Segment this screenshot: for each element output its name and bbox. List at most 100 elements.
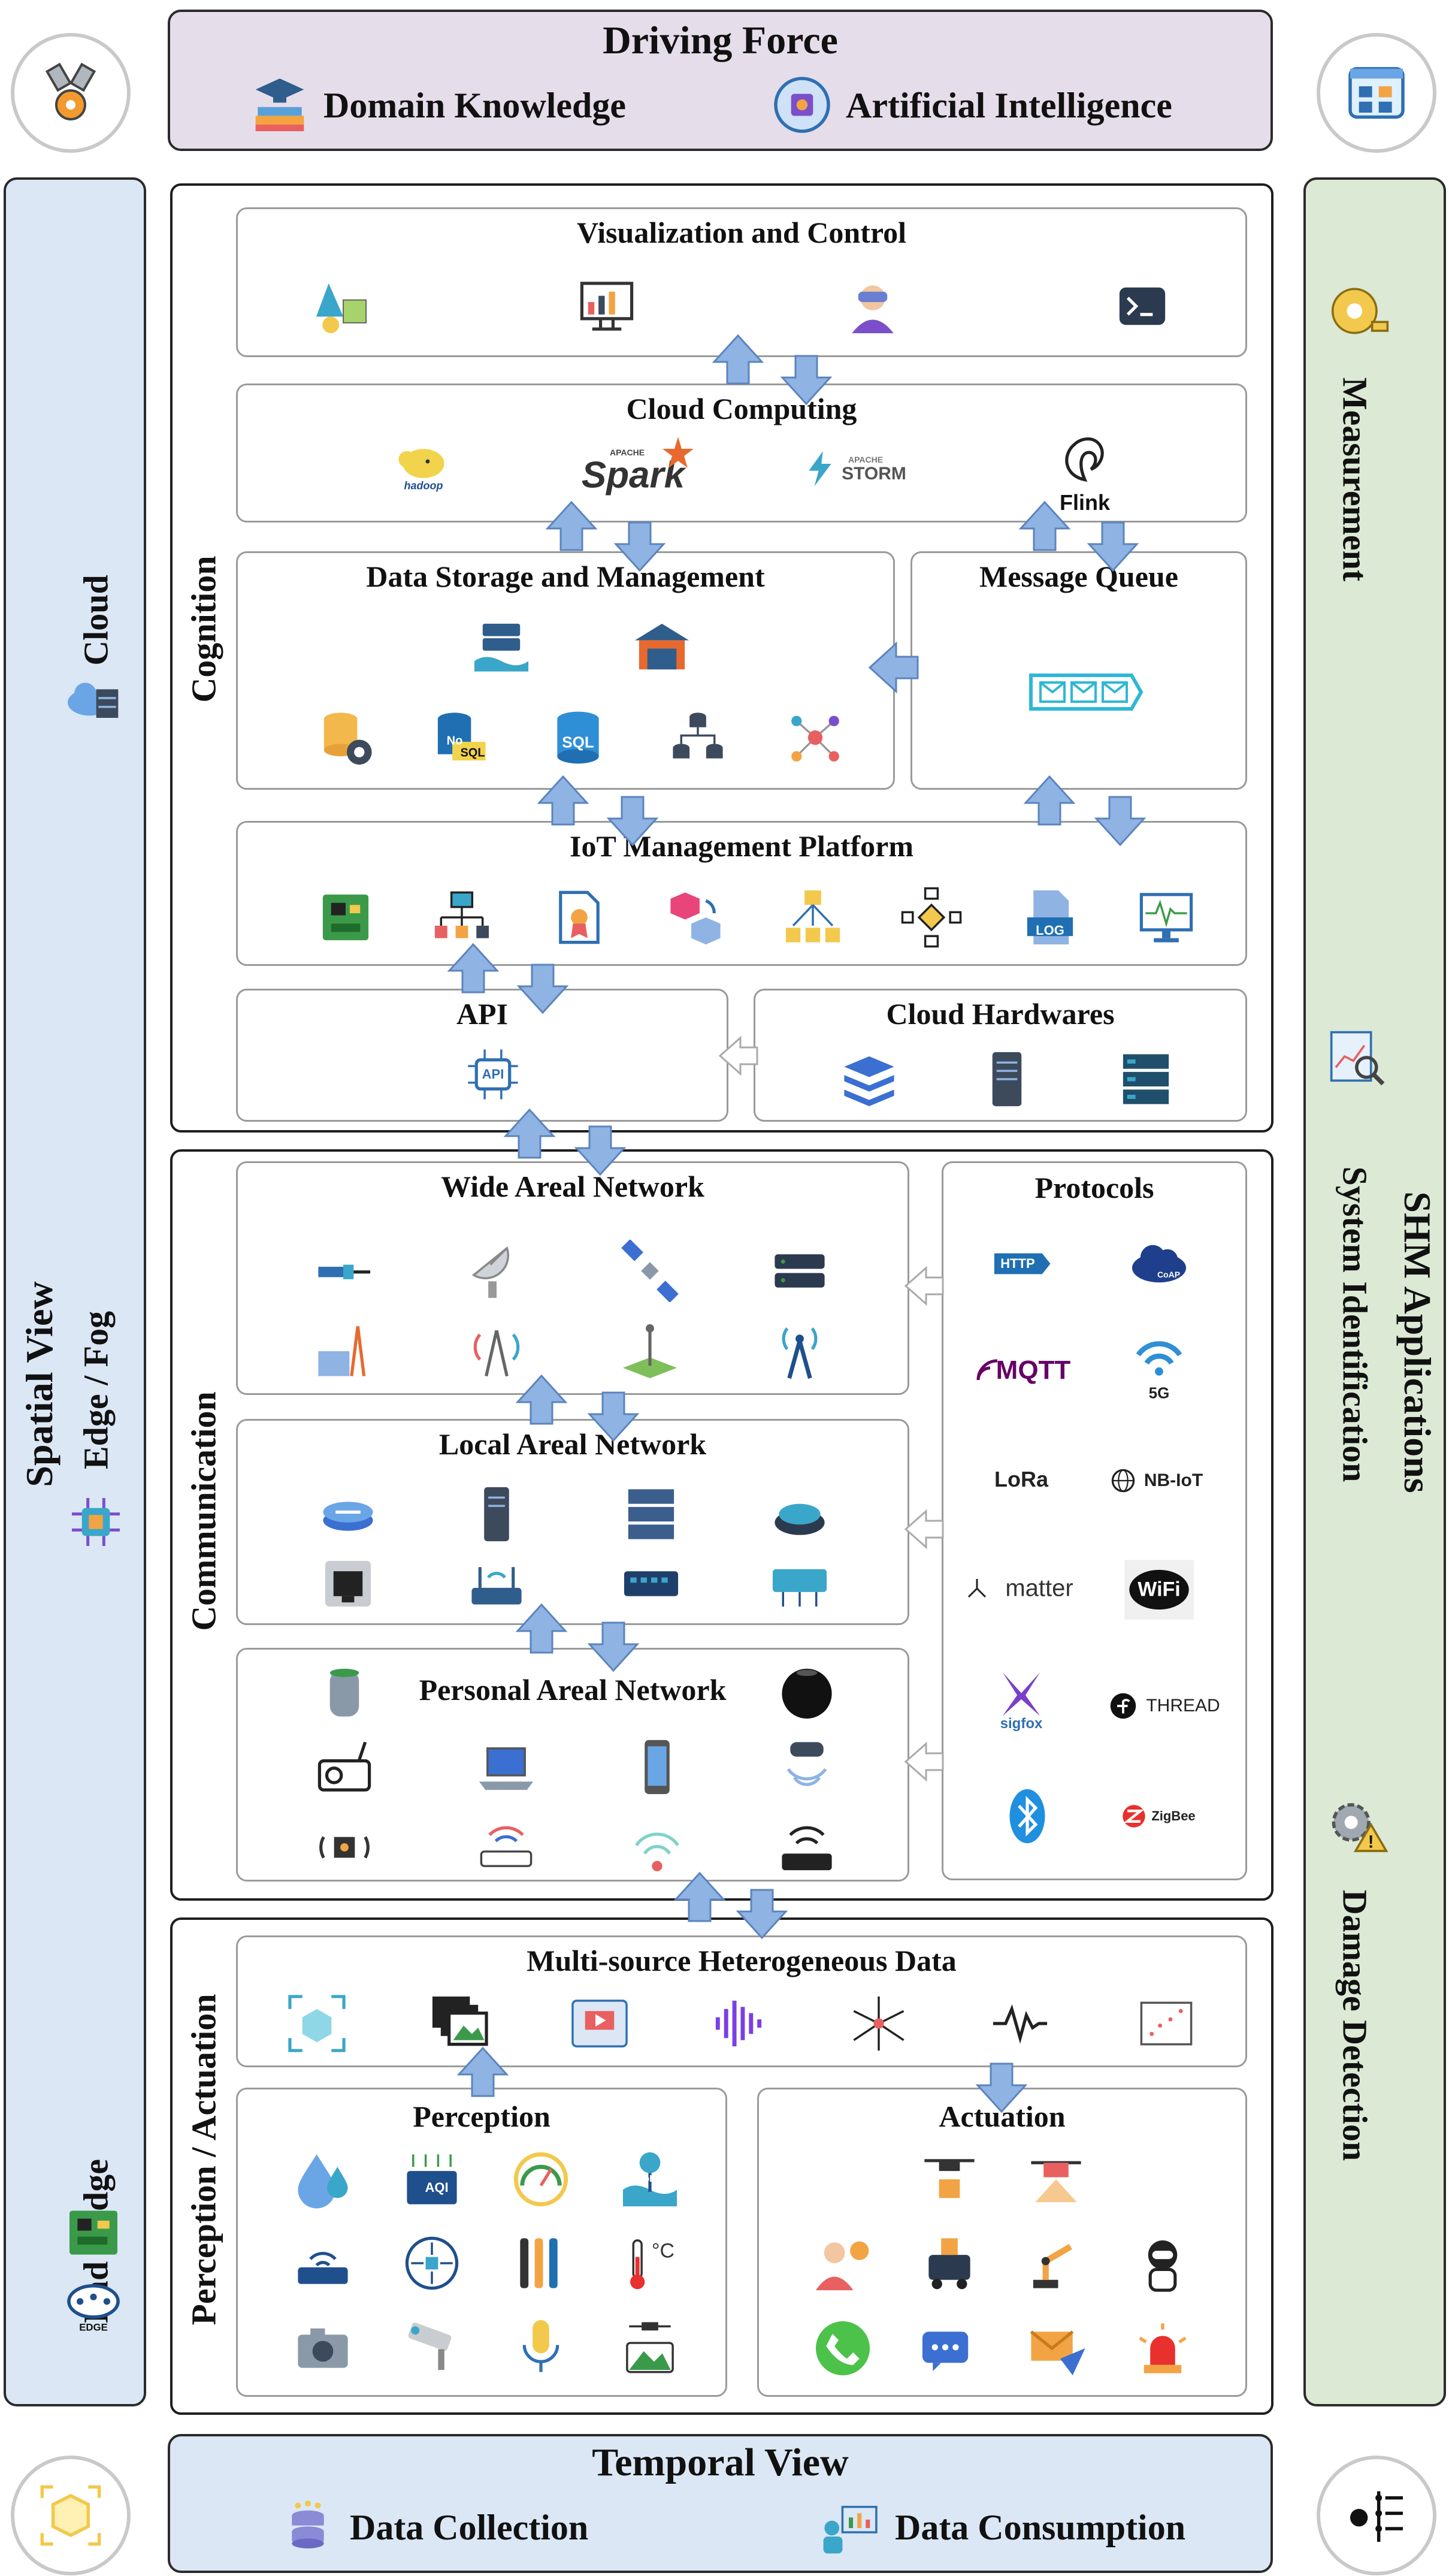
sql-label: SQL xyxy=(562,733,594,751)
spatial-view-panel: Spatial View Cloud Edge / Fog End / Edge… xyxy=(4,177,146,2406)
protocols-box: Protocols HTTP CoAP MQTT 5G LoRa NB-IoT … xyxy=(942,1161,1247,1880)
measurement-label: Measurement xyxy=(1335,377,1375,582)
nbiot-label: NB-IoT xyxy=(1144,1470,1203,1490)
terminal-icon xyxy=(1111,275,1173,337)
edge-computing-icon: EDGE xyxy=(60,2275,127,2342)
server-tower-icon xyxy=(465,1483,528,1545)
coap-cloud-icon xyxy=(1128,1233,1190,1295)
books-graduation-cap-icon xyxy=(247,72,313,138)
smart-speaker-icon xyxy=(313,1660,376,1723)
laptop-icon xyxy=(475,1736,537,1798)
spark-apache-label: APACHE xyxy=(609,448,645,457)
cloud-hardware-title: Cloud Hardwares xyxy=(886,997,1115,1031)
lora-label: LoRa xyxy=(994,1467,1048,1491)
perception-title: Perception xyxy=(413,2100,550,2133)
router-disc-icon xyxy=(317,1483,379,1545)
camera-icon xyxy=(292,2316,354,2378)
data-collection-label: Data Collection xyxy=(350,2508,589,2547)
perception-actuation-label: Perception / Actuation xyxy=(184,1994,223,2326)
mqtt-icon xyxy=(976,1358,1000,1382)
server-rack-icon xyxy=(620,1483,682,1545)
wifi-router-icon xyxy=(465,1553,528,1615)
matter-icon xyxy=(965,1577,989,1600)
engine-piston-gear-icon xyxy=(11,33,131,153)
data-storage-title: Data Storage and Management xyxy=(366,560,765,593)
api-chip-label: API xyxy=(482,1067,504,1082)
edge-fog-label: Edge / Fog xyxy=(76,1310,116,1470)
timeline-list-icon xyxy=(1317,2456,1436,2575)
visualization-control-title: Visualization and Control xyxy=(576,216,907,249)
wifi-hub-icon xyxy=(769,1483,831,1545)
spark-icon xyxy=(660,434,696,470)
driving-force-banner: Driving Force Domain Knowledge Artificia… xyxy=(168,10,1273,151)
cloud-label: Cloud xyxy=(76,575,116,666)
rescue-drone-icon xyxy=(1025,2148,1087,2210)
wifi-router-icon xyxy=(475,1816,537,1879)
message-queue-box: Message Queue xyxy=(910,551,1247,790)
wifi-logo-icon xyxy=(1124,1560,1194,1620)
circuit-board-icon xyxy=(63,2203,123,2263)
hadoop-elephant-icon xyxy=(392,434,455,497)
graph-network-icon xyxy=(784,706,846,769)
alarm-siren-icon xyxy=(1132,2317,1194,2379)
perception-box: Perception AQI pH °C xyxy=(236,2088,727,2397)
nbiot-globe-icon xyxy=(1110,1467,1136,1494)
5g-label: 5G xyxy=(1148,1384,1170,1402)
temporal-view-banner: Temporal View Data Collection Data Consu… xyxy=(168,2434,1273,2573)
3d-shapes-icon xyxy=(312,275,374,337)
monitor-waveform-icon xyxy=(1135,886,1197,949)
protocols-title: Protocols xyxy=(1034,1171,1154,1204)
cube-box-icon xyxy=(11,2456,131,2575)
shm-applications-panel: SHM Applications Measurement System Iden… xyxy=(1303,177,1446,2406)
flink-squirrel-icon xyxy=(1054,424,1116,486)
tape-measure-icon xyxy=(1324,278,1390,344)
analysis-magnifier-icon xyxy=(1323,1023,1389,1089)
data-storage-box: Data Storage and Management No SQL SQL xyxy=(236,551,895,790)
humidity-drop-icon xyxy=(292,2148,354,2210)
probe-sensors-icon xyxy=(510,2232,572,2294)
network-switch-icon xyxy=(769,1240,831,1302)
server-layers-icon xyxy=(838,1048,900,1110)
edge-chip-icon xyxy=(66,1492,126,1552)
system-identification-label: System Identification xyxy=(1335,1166,1375,1482)
robotic-arm-icon xyxy=(1025,2232,1087,2294)
smartphone-icon xyxy=(626,1736,688,1798)
storm-label: STORM xyxy=(842,464,906,484)
wireless-beacon-icon xyxy=(776,1736,838,1798)
app-window-icon xyxy=(1317,33,1436,153)
data-consumption-label: Data Consumption xyxy=(895,2508,1186,2547)
message-queue-icon xyxy=(1026,668,1146,716)
displacement-sensor-icon xyxy=(401,2232,463,2294)
wan-title: Wide Areal Network xyxy=(441,1170,704,1203)
antenna-broadcast-icon xyxy=(769,1320,831,1382)
actuation-title: Actuation xyxy=(939,2100,1066,2133)
actuation-box: Actuation xyxy=(757,2088,1247,2397)
gauge-meter-icon xyxy=(510,2148,572,2210)
multisource-data-box: Multi-source Heterogeneous Data xyxy=(236,1935,1247,2067)
signal-waveform-icon xyxy=(989,1992,1051,2055)
video-player-icon xyxy=(568,1992,631,2055)
matter-label: matter xyxy=(1005,1575,1073,1602)
rule-engine-cube-icon xyxy=(664,886,727,949)
api-box: API API xyxy=(236,989,728,1122)
workflow-diagram-icon xyxy=(900,886,963,949)
server-rack-icon xyxy=(1115,1048,1177,1110)
microphone-icon xyxy=(510,2316,572,2378)
fiber-connector-icon xyxy=(312,1240,374,1302)
http-label: HTTP xyxy=(1000,1256,1035,1271)
pan-box: Personal Areal Network xyxy=(236,1648,909,1882)
phone-call-icon xyxy=(812,2317,874,2379)
aqi-label: AQI xyxy=(425,2180,449,2195)
service-robot-icon xyxy=(1132,2232,1194,2294)
temporal-view-title: Temporal View xyxy=(592,2441,849,2484)
artificial-intelligence-label: Artificial Intelligence xyxy=(846,86,1172,125)
certificate-document-icon xyxy=(548,886,610,949)
network-switch-icon xyxy=(620,1553,682,1615)
iot-platform-box: IoT Management Platform LOG xyxy=(236,821,1247,966)
server-tower-icon xyxy=(976,1048,1038,1110)
vr-headset-user-icon xyxy=(842,275,904,337)
celsius-label: °C xyxy=(651,2239,675,2263)
ai-brain-chip-icon xyxy=(769,72,835,138)
storm-icon xyxy=(799,447,841,489)
scatter-plot-icon xyxy=(1135,1992,1197,2055)
